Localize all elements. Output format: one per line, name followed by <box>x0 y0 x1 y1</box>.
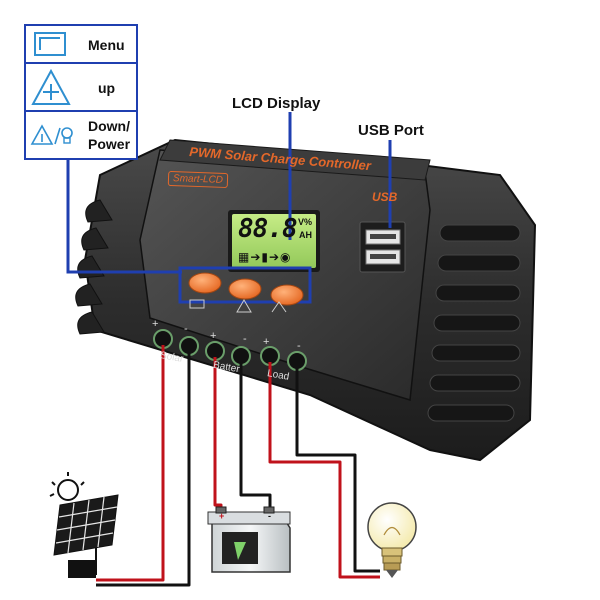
lcd-flow-icons: ▦➔▮➔◉ <box>238 250 292 264</box>
battery-positive-wire <box>213 357 223 515</box>
solar-positive-wire <box>96 345 165 582</box>
legend-label-power: Power <box>88 136 131 152</box>
lcd-digits: 88.8 <box>238 214 298 244</box>
solar-negative-wire <box>96 352 191 587</box>
left-heatsink-fins <box>75 199 113 335</box>
lcd-units-top: V% <box>298 217 313 227</box>
charge-controller <box>75 138 537 462</box>
battery-negative-wire <box>239 362 272 515</box>
up-button[interactable] <box>228 278 262 300</box>
panel-symbols <box>189 299 287 313</box>
light-bulb-icon <box>367 502 417 578</box>
polarity-solar-positive: + <box>152 318 159 330</box>
right-heatsink-slots <box>427 224 521 422</box>
polarity-load-negative: - <box>297 340 301 352</box>
legend-label-down: Down/ <box>88 118 130 134</box>
svg-text:+: + <box>219 511 224 521</box>
polarity-load-positive: + <box>263 336 270 348</box>
down-power-button[interactable] <box>270 284 304 306</box>
legend-row-down-power: Down/ Power <box>26 112 136 158</box>
battery-icon: + - <box>207 506 291 573</box>
legend-row-up: up <box>26 64 136 112</box>
leader-lines <box>66 112 392 274</box>
load-positive-wire <box>268 362 380 579</box>
svg-text:-: - <box>268 511 271 521</box>
polarity-battery-positive: + <box>210 330 217 342</box>
load-negative-wire <box>295 367 380 573</box>
usb-logo: USB <box>372 190 398 204</box>
polarity-solar-negative: - <box>184 323 188 335</box>
lcd-screen <box>228 210 320 272</box>
menu-button[interactable] <box>188 272 222 294</box>
legend-label-up: up <box>98 80 116 96</box>
polarity-battery-negative: - <box>243 333 247 345</box>
usb-port-callout: USB Port <box>358 122 424 139</box>
legend-label-menu: Menu <box>88 37 125 53</box>
button-legend: Menu up Down/ Power <box>24 24 138 160</box>
lcd-units-bottom: AH <box>299 230 312 240</box>
solar-panel-icon <box>49 472 119 578</box>
menu-icon <box>34 32 66 56</box>
usb-port <box>359 221 406 273</box>
legend-row-menu: Menu <box>26 26 136 64</box>
smart-lcd-badge: Smart-LCD <box>167 170 229 189</box>
down-power-icon <box>30 124 73 145</box>
lcd-display-callout: LCD Display <box>232 95 321 112</box>
wires <box>96 345 380 587</box>
buttons-leader-line <box>66 160 182 274</box>
up-triangle-icon <box>31 68 71 105</box>
